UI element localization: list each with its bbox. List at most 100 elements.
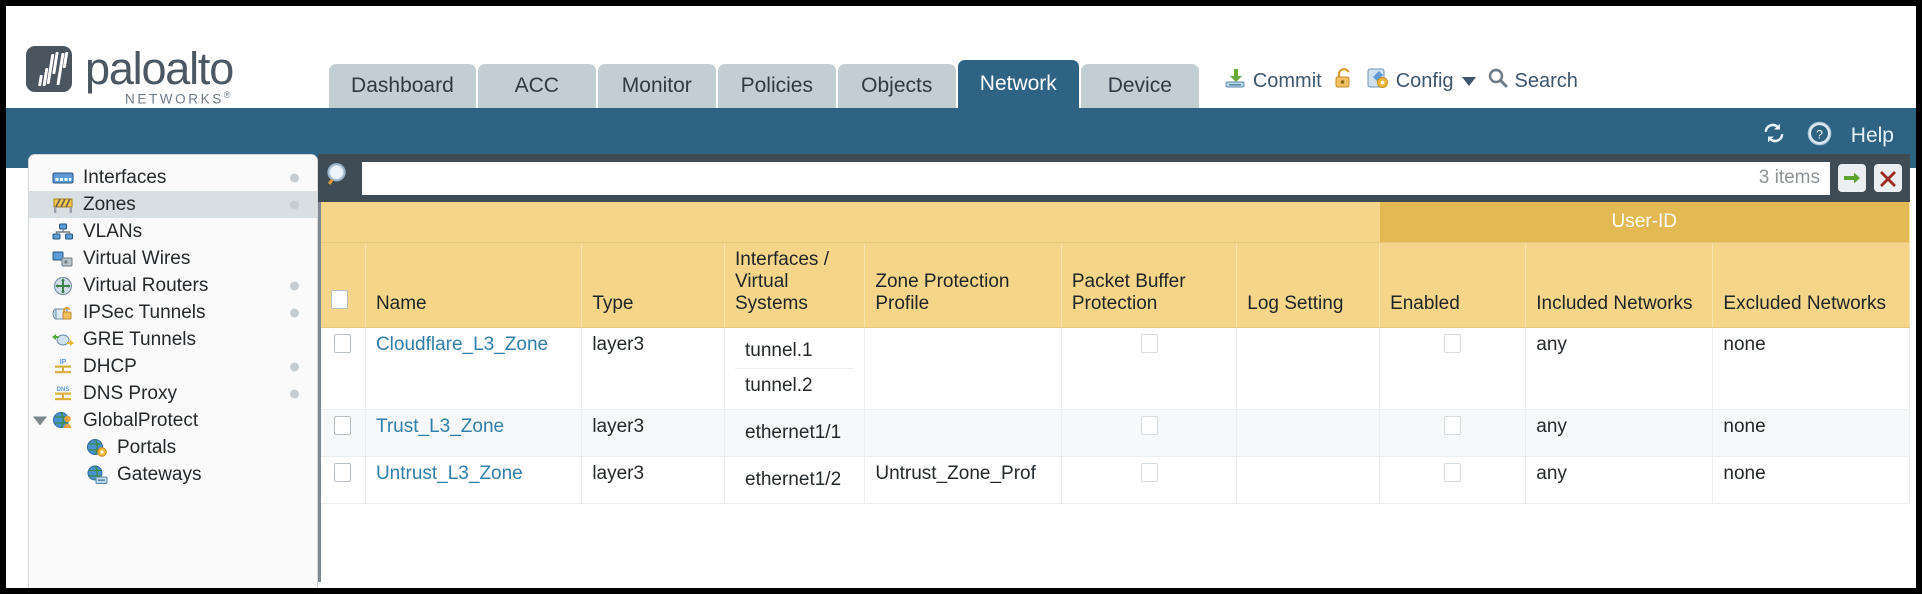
table-search-bar: 3 items — [318, 154, 1910, 202]
column-header-excluded-networks[interactable]: Excluded Networks — [1712, 242, 1910, 328]
cell-zone-protection-profile — [864, 409, 1062, 457]
column-header-interfaces-virtual-systems[interactable]: Interfaces / Virtual Systems — [724, 242, 866, 328]
cell-log-setting — [1236, 456, 1381, 504]
column-header-included-networks[interactable]: Included Networks — [1525, 242, 1714, 328]
svg-text:DNS: DNS — [57, 387, 70, 393]
user-id-enabled-checkbox[interactable] — [1444, 415, 1462, 435]
search-magnifier-icon[interactable] — [324, 161, 354, 196]
vlans-icon — [51, 222, 75, 242]
search-label: Search — [1514, 69, 1578, 92]
column-header-row: Name Type Interfaces / Virtual Systems Z… — [321, 242, 1910, 328]
paloalto-logo: paloalto NETWORKS® — [26, 46, 234, 107]
row-checkbox[interactable] — [334, 415, 352, 435]
magnifier-icon — [1487, 67, 1509, 95]
column-header-log-setting[interactable]: Log Setting — [1236, 242, 1381, 328]
zone-name-link[interactable]: Untrust_L3_Zone — [375, 462, 523, 484]
sidebar-item-zones[interactable]: Zones — [29, 191, 317, 218]
sidebar-item-virtual-routers[interactable]: Virtual Routers — [29, 272, 317, 299]
tab-objects[interactable]: Objects — [837, 64, 956, 108]
tab-monitor[interactable]: Monitor — [597, 64, 716, 108]
commit-button[interactable]: Commit — [1223, 66, 1322, 96]
sidebar-item-gre-tunnels[interactable]: GRE Tunnels — [29, 326, 317, 353]
tab-policies[interactable]: Policies — [717, 64, 836, 108]
sidebar-status-dot — [290, 308, 299, 317]
cell-zone-protection-profile — [864, 327, 1062, 410]
gre-tunnels-icon — [51, 330, 75, 350]
table-row[interactable]: Trust_L3_Zone layer3 ethernet1/1 any — [321, 409, 1910, 457]
cell-type: layer3 — [581, 456, 725, 504]
sidebar-item-label: Portals — [117, 436, 177, 458]
svg-text:IP: IP — [60, 359, 67, 366]
zones-table: User-ID Name Type Interfaces / Virtual S… — [321, 202, 1910, 504]
select-all-header — [321, 242, 366, 328]
sidebar-item-dhcp[interactable]: IP DHCP — [29, 353, 317, 380]
cell-packet-buffer-protection — [1061, 327, 1238, 410]
cell-packet-buffer-protection — [1061, 456, 1238, 504]
cell-user-id-enabled — [1379, 409, 1527, 457]
sub-bar-actions: ? Help — [1760, 119, 1894, 152]
sidebar-item-label: DNS Proxy — [83, 382, 177, 404]
cell-interfaces: tunnel.1 tunnel.2 — [724, 327, 866, 410]
sidebar-item-vlans[interactable]: VLANs — [29, 218, 317, 245]
zones-icon — [51, 195, 75, 215]
twisty-expanded-icon[interactable] — [33, 416, 47, 425]
cell-included-networks: any — [1525, 409, 1714, 457]
cell-log-setting — [1236, 409, 1381, 457]
config-menu[interactable]: Config — [1366, 66, 1476, 96]
sidebar-item-portals[interactable]: Portals — [29, 434, 317, 461]
search-input[interactable]: 3 items — [362, 161, 1830, 195]
apply-filter-button[interactable] — [1838, 164, 1866, 192]
packet-buffer-protection-checkbox[interactable] — [1140, 415, 1158, 435]
cell-name: Trust_L3_Zone — [365, 409, 583, 457]
brand-tagline: NETWORKS® — [125, 90, 234, 107]
column-header-packet-buffer-protection[interactable]: Packet Buffer Protection — [1061, 242, 1238, 328]
globalprotect-icon — [51, 411, 75, 431]
sidebar-item-gateways[interactable]: Gateways — [29, 461, 317, 488]
user-id-enabled-checkbox[interactable] — [1444, 333, 1462, 353]
column-header-enabled[interactable]: Enabled — [1379, 242, 1527, 328]
table-row[interactable]: Untrust_L3_Zone layer3 ethernet1/2 Untru… — [321, 456, 1910, 504]
cell-name: Cloudflare_L3_Zone — [365, 327, 583, 410]
dns-proxy-icon: DNS — [51, 384, 75, 404]
packet-buffer-protection-checkbox[interactable] — [1140, 333, 1158, 353]
tab-acc[interactable]: ACC — [477, 64, 596, 108]
help-question-icon[interactable]: ? — [1806, 120, 1833, 152]
refresh-icon[interactable] — [1760, 119, 1788, 152]
dhcp-icon: IP — [51, 357, 75, 377]
tab-device[interactable]: Device — [1080, 64, 1199, 108]
main-nav-tabs: Dashboard ACC Monitor Policies Objects N… — [329, 60, 1199, 108]
chevron-down-icon[interactable] — [1461, 76, 1476, 86]
table-row[interactable]: Cloudflare_L3_Zone layer3 tunnel.1 tunne… — [321, 327, 1910, 410]
sidebar-item-virtual-wires[interactable]: Virtual Wires — [29, 245, 317, 272]
group-header-spacer — [321, 202, 1380, 243]
select-all-checkbox[interactable] — [331, 289, 348, 309]
zone-name-link[interactable]: Cloudflare_L3_Zone — [375, 333, 549, 355]
search-button[interactable]: Search — [1487, 67, 1578, 95]
column-header-name[interactable]: Name — [365, 242, 583, 328]
help-label[interactable]: Help — [1850, 123, 1894, 147]
cell-interfaces: ethernet1/1 — [724, 409, 866, 457]
clear-filter-button[interactable] — [1874, 164, 1902, 192]
sidebar-item-globalprotect[interactable]: GlobalProtect — [29, 407, 317, 434]
tab-dashboard[interactable]: Dashboard — [329, 64, 476, 108]
zone-name-link[interactable]: Trust_L3_Zone — [375, 415, 505, 437]
top-actions: Commit Config — [1223, 66, 1578, 96]
sidebar-item-interfaces[interactable]: Interfaces — [29, 164, 317, 191]
cell-user-id-enabled — [1379, 456, 1527, 504]
sidebar-item-dns-proxy[interactable]: DNS DNS Proxy — [29, 380, 317, 407]
padlock-icon[interactable] — [1333, 66, 1355, 96]
column-header-type[interactable]: Type — [581, 242, 725, 328]
svg-text:?: ? — [1816, 127, 1823, 141]
paloalto-wordmark: paloalto NETWORKS® — [85, 46, 234, 107]
row-select-cell — [321, 327, 366, 410]
column-header-zone-protection-profile[interactable]: Zone Protection Profile — [864, 242, 1062, 328]
user-id-enabled-checkbox[interactable] — [1444, 462, 1462, 482]
sidebar-status-dot — [290, 389, 299, 398]
tab-network[interactable]: Network — [957, 60, 1079, 108]
sidebar-item-ipsec-tunnels[interactable]: IPSec Tunnels — [29, 299, 317, 326]
packet-buffer-protection-checkbox[interactable] — [1140, 462, 1158, 482]
row-checkbox[interactable] — [334, 333, 352, 353]
row-checkbox[interactable] — [334, 462, 352, 482]
config-wrench-icon — [1366, 66, 1390, 96]
